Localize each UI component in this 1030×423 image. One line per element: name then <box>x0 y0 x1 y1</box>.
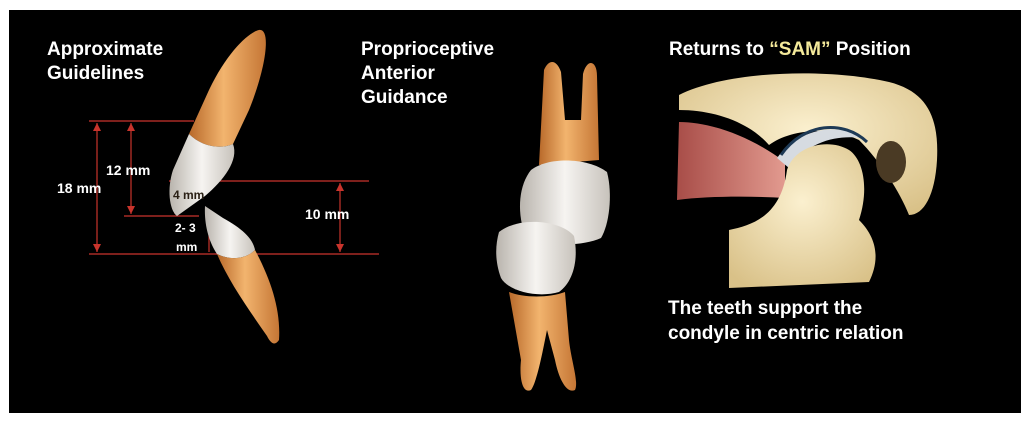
molar-teeth-illustration <box>496 62 610 391</box>
heading-approximate-guidelines: Approximate Guidelines <box>47 38 163 86</box>
label-2-3mm-line1: 2- 3 <box>175 221 196 235</box>
label-2-3mm-line2: mm <box>176 240 197 254</box>
label-10mm: 10 mm <box>305 206 349 222</box>
label-18mm: 18 mm <box>57 180 101 196</box>
heading-returns-to-sam: Returns to “SAM” Position <box>669 38 911 62</box>
heading-proprioceptive-guidance: Proprioceptive Anterior Guidance <box>361 38 494 110</box>
sam-highlight: “SAM” <box>769 39 830 60</box>
illustration-panel: Approximate Guidelines Proprioceptive An… <box>9 10 1021 413</box>
caption-teeth-support: The teeth support the condyle in centric… <box>668 296 903 346</box>
label-4mm: 4 mm <box>173 188 204 202</box>
label-12mm: 12 mm <box>106 162 150 178</box>
lower-incisor-illustration <box>205 206 279 343</box>
tmj-illustration <box>677 73 937 288</box>
